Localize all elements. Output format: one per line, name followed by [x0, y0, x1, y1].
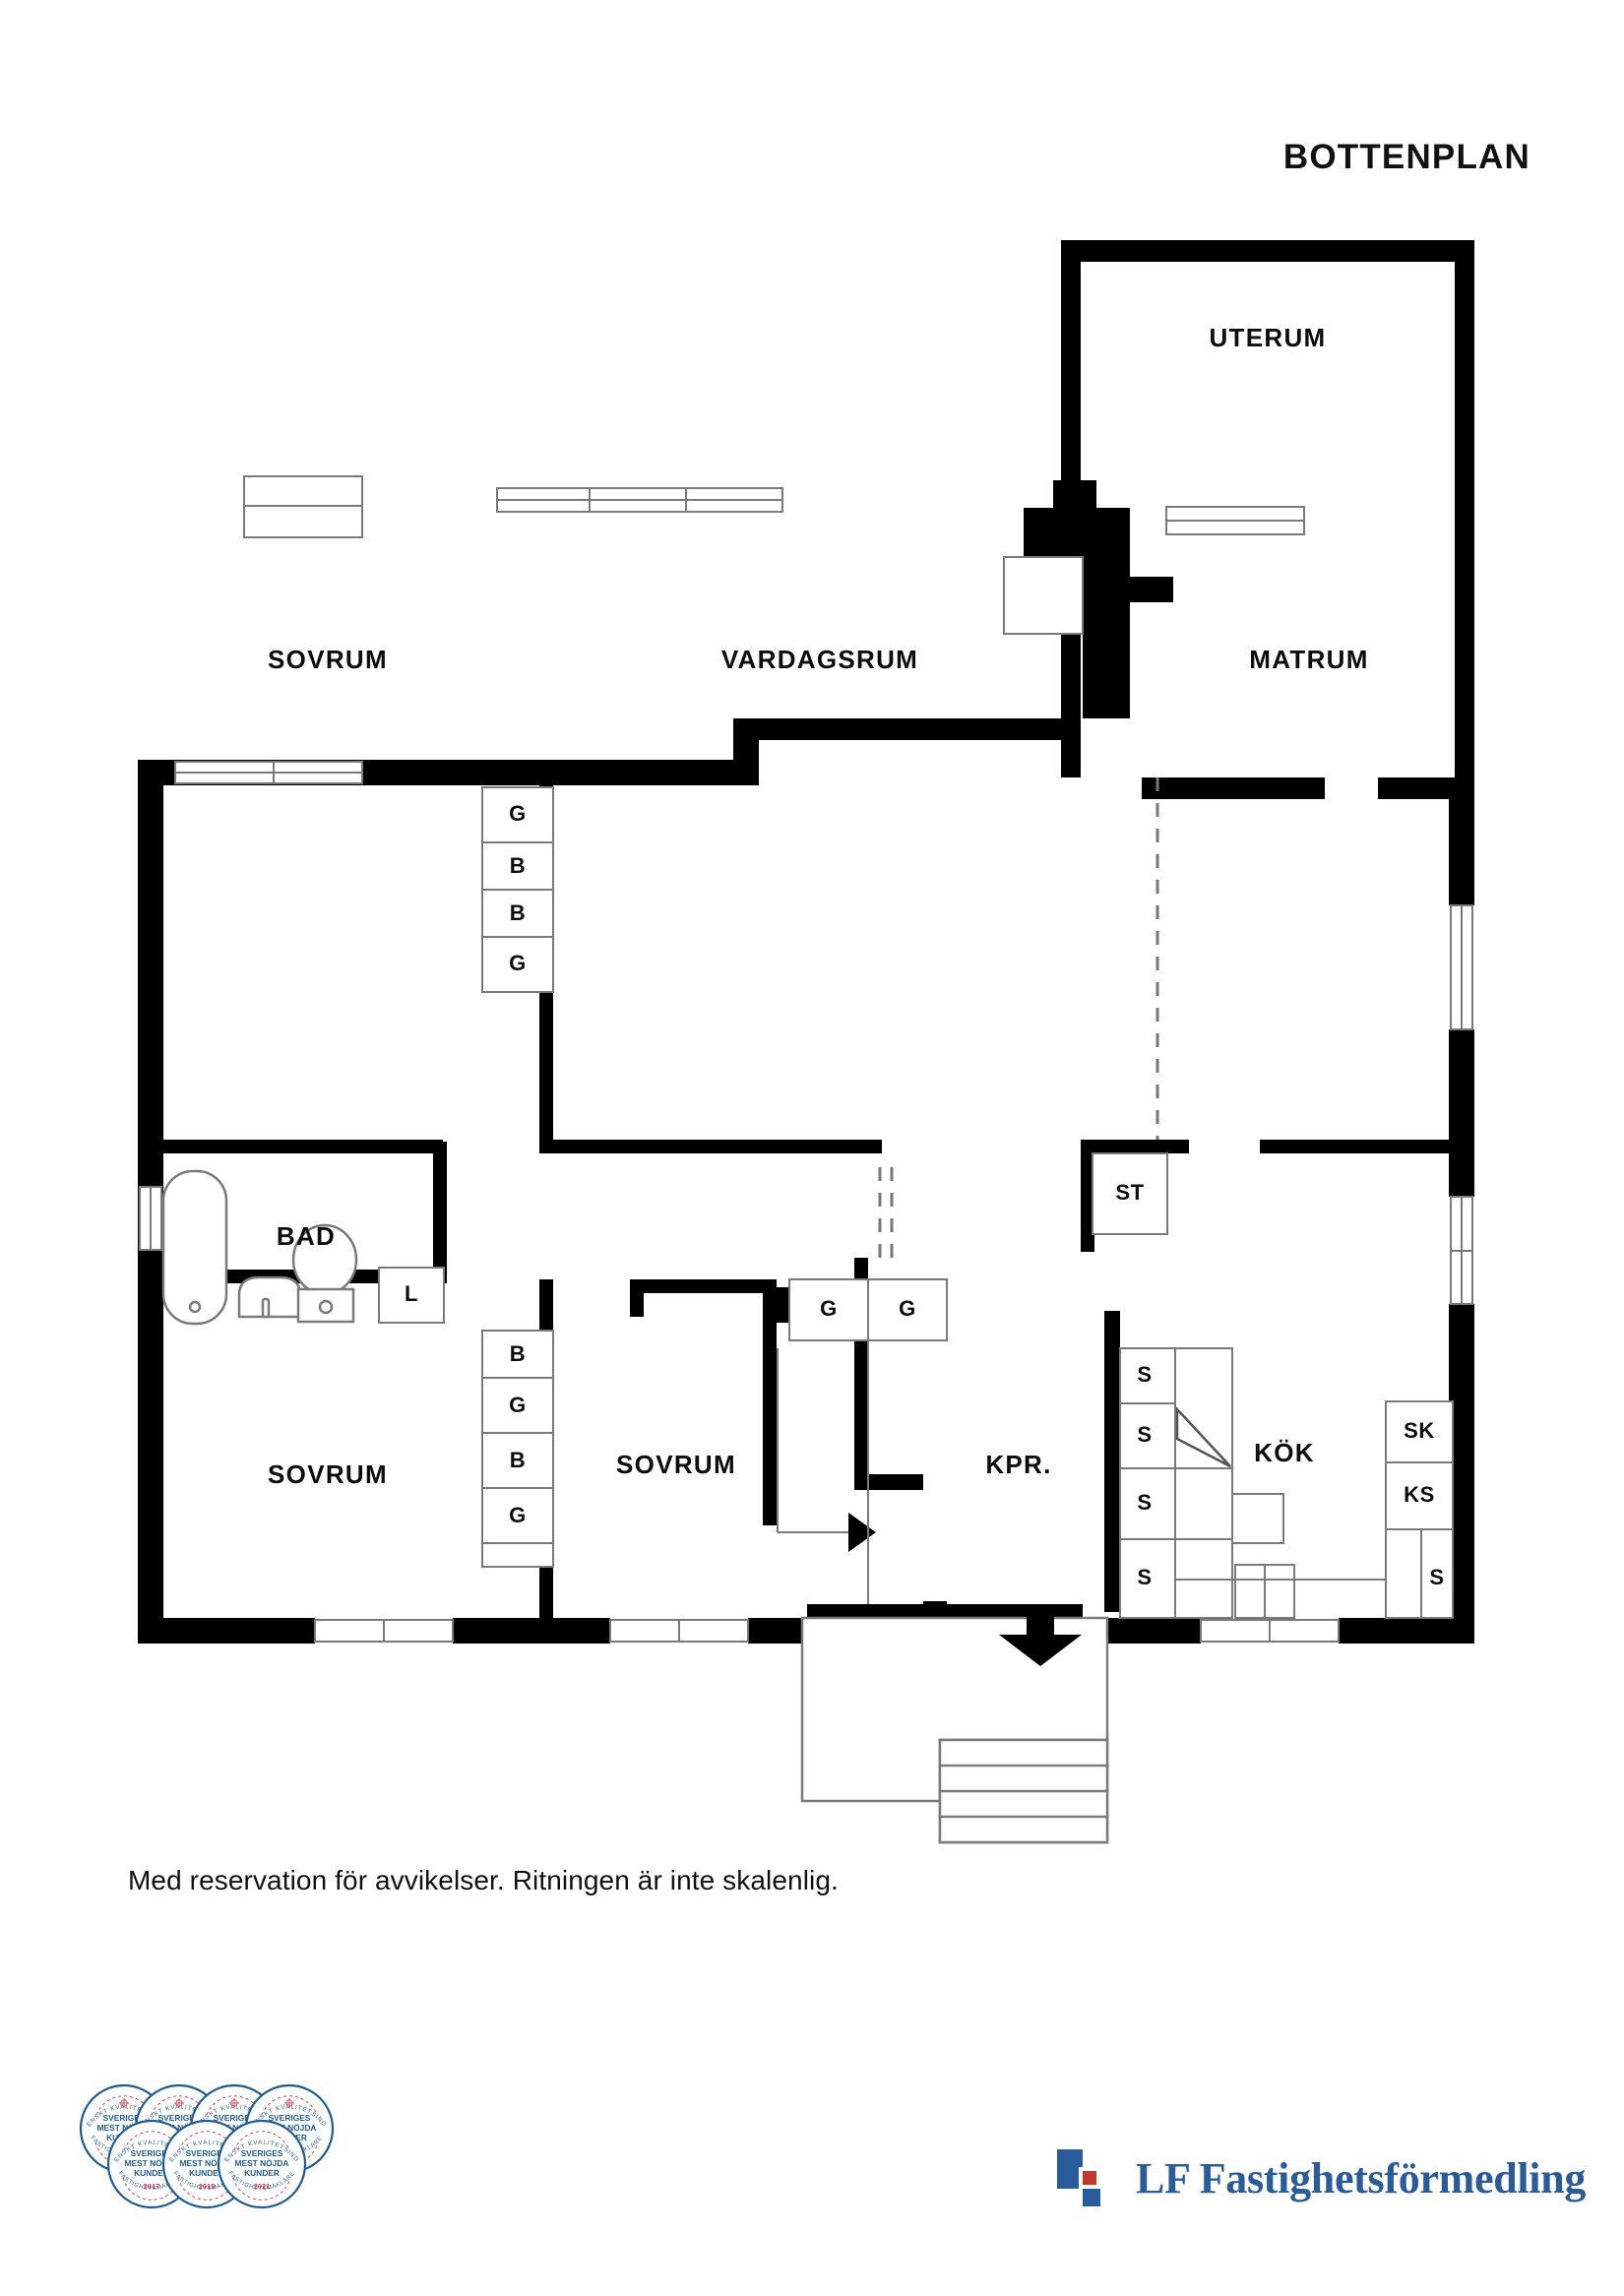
- badge-year: 2019: [199, 2182, 216, 2191]
- room-label-uterum: UTERUM: [1209, 323, 1326, 352]
- badge-line3: KUNDER: [189, 2168, 224, 2178]
- floorplan-drawing: UTERUM SOVRUM VARDAGSRUM MATRUM BAD SOVR…: [138, 240, 1474, 1844]
- room-labels: UTERUM SOVRUM VARDAGSRUM MATRUM BAD SOVR…: [268, 323, 1368, 1489]
- bathroom-fixtures: [161, 1169, 358, 1326]
- brand-logo: LF Fastighetsförmedling: [1053, 2145, 1586, 2210]
- badge-line2: MEST NÖJDA: [263, 2123, 317, 2133]
- chimney-block: [1003, 480, 1173, 718]
- entrance-arrow-icon: [999, 1607, 1082, 1666]
- room-label-kpr: KPR.: [985, 1450, 1051, 1479]
- door-arrow-kpr: [777, 1340, 876, 1604]
- badge-line2: MEST NÖJDA: [235, 2158, 289, 2168]
- room-label-vardagsrum: VARDAGSRUM: [721, 645, 918, 674]
- bathtub-icon: [161, 1169, 228, 1326]
- room-label-matrum: MATRUM: [1249, 645, 1368, 674]
- box-label-g: G: [820, 1296, 838, 1321]
- box-label-b: B: [510, 853, 527, 878]
- box-label-b: B: [510, 1341, 527, 1366]
- badge-line2: MEST NÖJDA: [97, 2123, 152, 2133]
- room-label-sovrum-s: SOVRUM: [616, 1450, 736, 1479]
- room-label-sovrum-nw: SOVRUM: [268, 645, 388, 674]
- box-label-sk: SK: [1404, 1418, 1435, 1443]
- badge-line2: MEST NÖJDA: [208, 2123, 262, 2133]
- windows-top-middle: [496, 487, 783, 513]
- badge-line3: KUNDER: [134, 2168, 169, 2178]
- badge-line2: MEST NÖJDA: [125, 2158, 179, 2168]
- box-label-l: L: [405, 1281, 418, 1306]
- storage-boxes: [378, 786, 1454, 1619]
- box-label-g: G: [509, 801, 527, 826]
- room-uterum: [1061, 240, 1474, 777]
- window-bad-left: [139, 1186, 162, 1251]
- box-label-ks: KS: [1404, 1482, 1435, 1507]
- fridge-icon: [1231, 1493, 1284, 1544]
- badge-line2: MEST NÖJDA: [153, 2123, 207, 2133]
- windows-top-right: [1165, 506, 1305, 535]
- badge-line1: SVERIGES: [158, 2113, 201, 2123]
- badge-line1: SVERIGES: [214, 2113, 256, 2123]
- box-label-s: S: [1137, 1362, 1152, 1387]
- windows-top-left: [174, 761, 363, 784]
- badge-line1: SVERIGES: [131, 2148, 173, 2158]
- badge-2021: SVENSKT KVALITETSINDEX FASTIGHETSMÄKLARE…: [214, 2112, 307, 2209]
- st-box: [1092, 1152, 1168, 1235]
- box-label-g: G: [509, 1393, 527, 1417]
- box-label-b: B: [510, 1448, 527, 1472]
- brand-name: LF Fastighetsförmedling: [1136, 2153, 1587, 2203]
- box-label-s: S: [1429, 1565, 1444, 1589]
- box-label-s: S: [1137, 1422, 1152, 1447]
- badge-line3: KUNDER: [244, 2168, 280, 2178]
- plan-geometry: [138, 240, 1474, 1844]
- badge-line1: SVERIGES: [103, 2113, 146, 2123]
- windows-bottom: [314, 1619, 1340, 1643]
- box-label-s: S: [1137, 1565, 1152, 1589]
- box-label-g: G: [899, 1296, 916, 1321]
- badge-line2: MEST NÖJDA: [180, 2158, 234, 2168]
- disclaimer-note: Med reservation för avvikelser. Ritninge…: [128, 1865, 839, 1895]
- room-label-kok: KÖK: [1254, 1438, 1315, 1467]
- room-label-bad: BAD: [277, 1221, 336, 1251]
- opening-dashed: [878, 777, 1159, 1258]
- door-swing-kitchen: [1175, 1405, 1231, 1468]
- award-badges: SVENSKT KVALITETSINDEX FASTIGHETSMÄKLARE…: [77, 2081, 421, 2259]
- badge-line1: SVERIGES: [269, 2113, 311, 2123]
- page-title: BOTTENPLAN: [1282, 138, 1530, 176]
- lf-logo-icon: [1053, 2145, 1118, 2210]
- box-label-b: B: [510, 900, 527, 925]
- windows-right: [1450, 904, 1473, 1305]
- box-label-g: G: [509, 1503, 527, 1527]
- box-label-s: S: [1137, 1490, 1152, 1515]
- box-label-g: G: [509, 951, 527, 975]
- badge-line1: SVERIGES: [241, 2148, 283, 2158]
- badge-year: 2021: [254, 2182, 272, 2191]
- storage-box-labels: G B B G B G B G G G ST L S S S S SK KS S: [405, 801, 1444, 1589]
- laundry-box: [378, 1267, 445, 1324]
- badge-line1: SVERIGES: [186, 2148, 228, 2158]
- bay-window-top-left: [243, 475, 363, 538]
- entry-stairs: [938, 1738, 1109, 1844]
- room-label-sovrum-sw: SOVRUM: [268, 1459, 388, 1489]
- box-label-st: ST: [1115, 1180, 1144, 1205]
- badge-year: 2017: [144, 2182, 160, 2191]
